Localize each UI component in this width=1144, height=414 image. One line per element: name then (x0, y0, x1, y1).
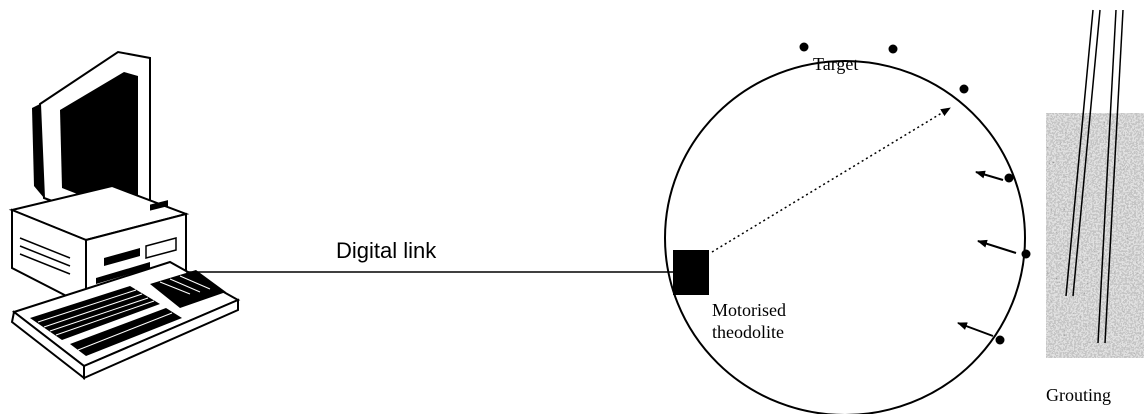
theodolite-label-line1: Motorised (712, 300, 786, 320)
target-point (888, 44, 898, 54)
target-label: Target (813, 54, 858, 74)
theodolite-icon (673, 250, 709, 295)
grout-pipe-right (1097, 9, 1124, 344)
target-point (1004, 173, 1014, 183)
target-point (995, 335, 1005, 345)
displacement-arrow (975, 170, 1004, 181)
displacement-arrow (977, 239, 1017, 254)
target-point (959, 84, 969, 94)
target-point (1021, 249, 1031, 259)
grout-pipe-left (1065, 9, 1101, 297)
grouting-block (1046, 113, 1144, 358)
sighting-line (711, 107, 951, 253)
keyboard-icon (10, 260, 241, 381)
tunnel-section-circle (664, 60, 1026, 414)
theodolite-label-line2: theodolite (712, 322, 784, 342)
target-point (799, 42, 809, 52)
grouting-label: Grouting (1046, 385, 1111, 405)
digital-link-label: Digital link (336, 238, 437, 263)
displacement-arrow (957, 322, 994, 337)
